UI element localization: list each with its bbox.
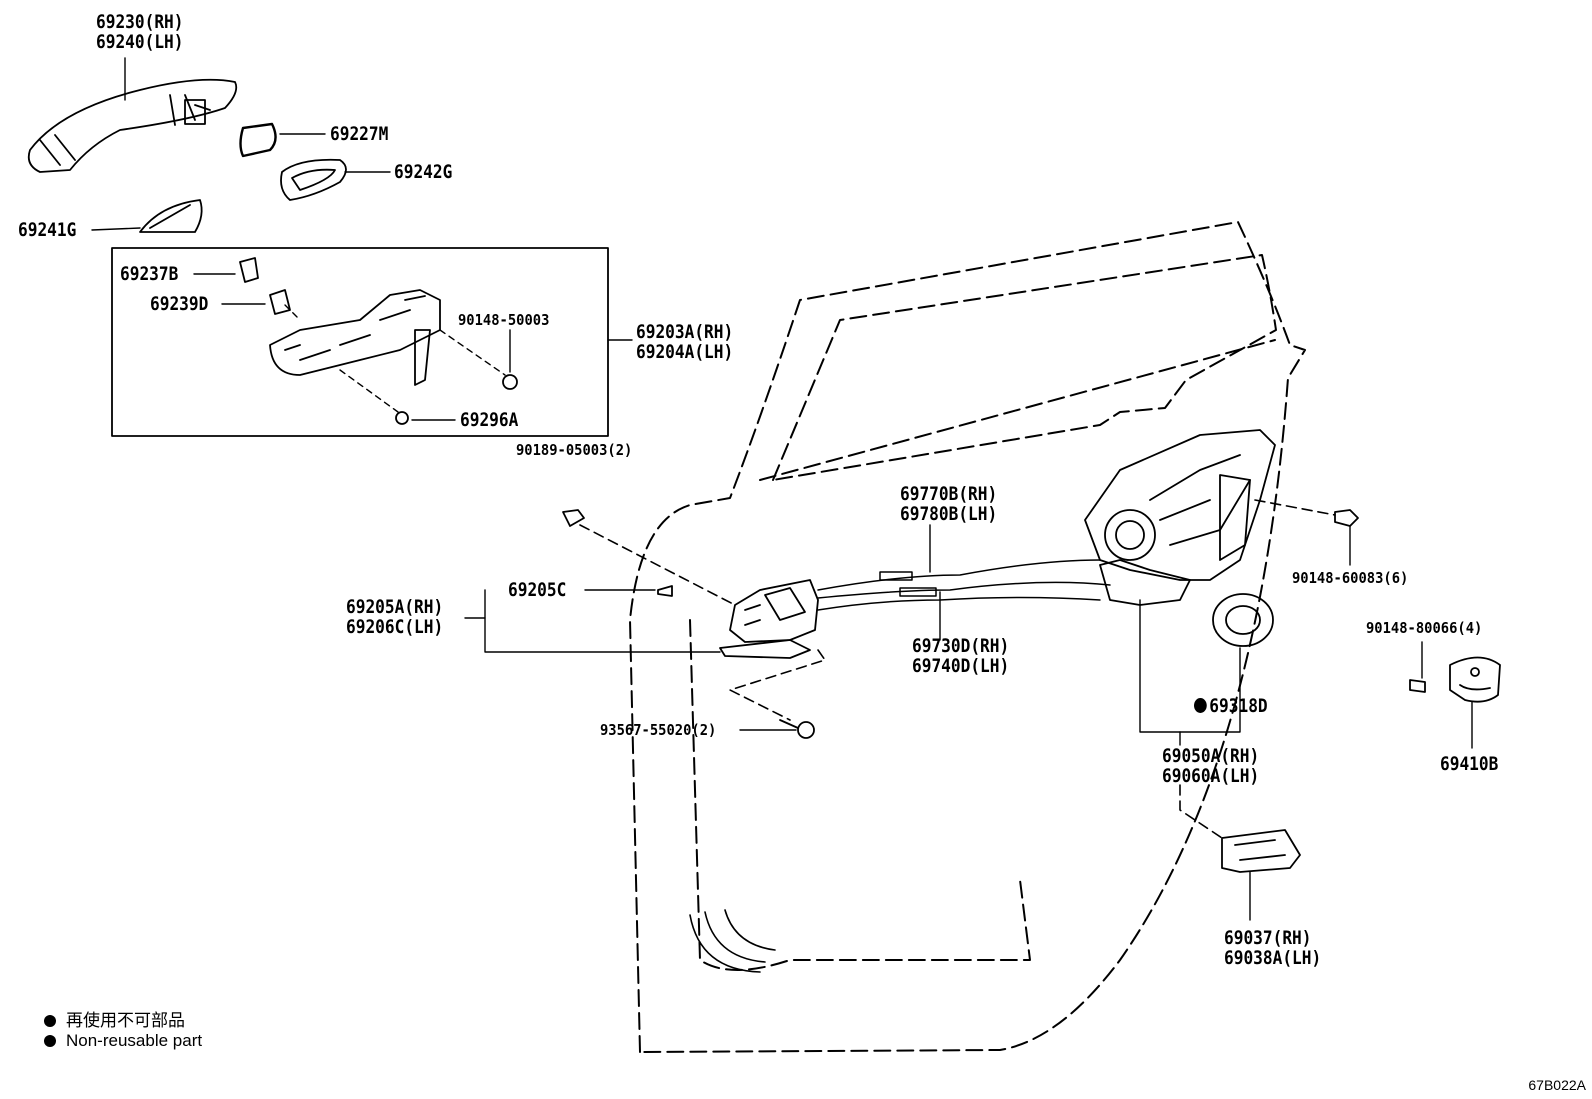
box-leaders bbox=[193, 273, 633, 421]
pin-69205c bbox=[657, 585, 673, 597]
label-69050a-69060a: 69050A(RH) 69060A(LH) bbox=[1162, 746, 1259, 786]
legend-jp-text: 再使用不可部品 bbox=[66, 1011, 185, 1030]
label-69770b: 69770B(RH) bbox=[900, 483, 998, 505]
door-outer-edge bbox=[629, 221, 1306, 1053]
grommet-69318d bbox=[1212, 593, 1274, 647]
frame-box-69203a bbox=[111, 247, 609, 437]
label-69060a: 69060A(LH) bbox=[1162, 765, 1260, 787]
top-leaders bbox=[91, 57, 391, 231]
handle-frame bbox=[269, 289, 441, 386]
label-93567-55020: 93567-55020(2) bbox=[600, 721, 717, 739]
label-69241g: 69241G bbox=[18, 219, 77, 241]
outside-handle bbox=[27, 78, 238, 173]
pad-69241g bbox=[139, 199, 203, 233]
label-69237b: 69237B bbox=[120, 263, 179, 285]
inside-handle bbox=[719, 579, 819, 659]
label-69410b: 69410B bbox=[1440, 753, 1499, 775]
label-69230-69240: 69230(RH) 69240(LH) bbox=[96, 12, 184, 52]
label-69227m: 69227M bbox=[330, 123, 389, 145]
lock-module-69037 bbox=[1221, 829, 1301, 873]
bolt-90148-60083 bbox=[1334, 509, 1359, 527]
label-69780b: 69780B(LH) bbox=[900, 503, 998, 525]
door-bottom-curves bbox=[689, 909, 776, 973]
label-90148-60083: 90148-60083(6) bbox=[1292, 569, 1409, 587]
label-69205a: 69205A(RH) bbox=[346, 596, 444, 618]
inside-handle-leaders bbox=[464, 589, 797, 731]
cables bbox=[817, 559, 1111, 611]
label-90189-05003: 90189-05003(2) bbox=[516, 441, 633, 459]
belt-line bbox=[759, 339, 1276, 481]
label-69239d: 69239D bbox=[150, 293, 209, 315]
screw-69296a bbox=[395, 411, 409, 425]
label-69318d: 69318D bbox=[1194, 696, 1268, 716]
bolt-90148-50003 bbox=[502, 374, 518, 390]
label-69206c: 69206C(LH) bbox=[346, 616, 444, 638]
non-reusable-dot-icon bbox=[1194, 698, 1207, 713]
label-69203a: 69203A(RH) bbox=[636, 321, 734, 343]
label-69740d: 69740D(LH) bbox=[912, 655, 1010, 677]
label-69204a: 69204A(LH) bbox=[636, 341, 734, 363]
label-90148-80066: 90148-80066(4) bbox=[1366, 619, 1483, 637]
label-69037: 69037(RH) bbox=[1224, 927, 1312, 949]
label-69770b-69780b: 69770B(RH) 69780B(LH) bbox=[900, 484, 997, 524]
screw-93567 bbox=[797, 721, 815, 739]
legend-en: Non-reusable part bbox=[44, 1031, 202, 1051]
cylinder-69239d bbox=[269, 289, 291, 315]
screw-90148-80066 bbox=[1409, 679, 1426, 693]
gasket-69242g bbox=[280, 158, 347, 201]
label-69037-69038a: 69037(RH) 69038A(LH) bbox=[1224, 928, 1321, 968]
cylinder-69237b bbox=[239, 257, 259, 283]
label-69050a: 69050A(RH) bbox=[1162, 745, 1260, 767]
legend-jp: 再使用不可部品 bbox=[44, 1006, 185, 1031]
striker-69410b bbox=[1449, 656, 1501, 703]
cable-leaders bbox=[929, 524, 941, 641]
label-69205c: 69205C bbox=[508, 579, 567, 601]
label-69730d-69740d: 69730D(RH) 69740D(LH) bbox=[912, 636, 1009, 676]
clip-90189 bbox=[562, 509, 585, 527]
label-69240: 69240(LH) bbox=[96, 31, 184, 53]
label-69038a: 69038A(LH) bbox=[1224, 947, 1322, 969]
lock-leaders bbox=[1139, 599, 1241, 746]
legend-dot-icon bbox=[44, 1015, 56, 1027]
label-69296a: 69296A bbox=[460, 409, 519, 431]
legend-en-text: Non-reusable part bbox=[66, 1031, 203, 1050]
diagram-reference: 67B022A bbox=[1528, 1077, 1586, 1093]
door-lock-assembly bbox=[1084, 429, 1276, 606]
label-69730d: 69730D(RH) bbox=[912, 635, 1010, 657]
label-69205a-69206c: 69205A(RH) 69206C(LH) bbox=[346, 597, 443, 637]
legend-dot-icon bbox=[44, 1035, 56, 1047]
window-frame bbox=[772, 254, 1277, 481]
label-90148-50003: 90148-50003 bbox=[458, 311, 550, 329]
handle-cap-69227m bbox=[239, 122, 277, 158]
label-69242g: 69242G bbox=[394, 161, 453, 183]
label-69318d-text: 69318D bbox=[1209, 695, 1268, 717]
label-69203a-69204a: 69203A(RH) 69204A(LH) bbox=[636, 322, 733, 362]
label-69230: 69230(RH) bbox=[96, 11, 184, 33]
